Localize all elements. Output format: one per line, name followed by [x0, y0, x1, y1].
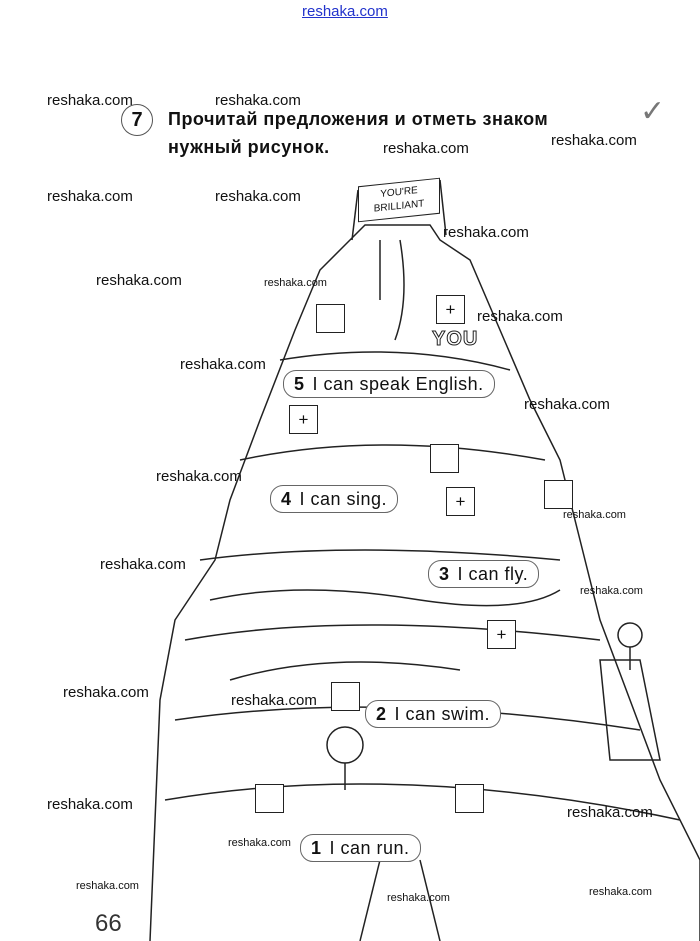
sentence-4: 4 I can sing.: [270, 485, 399, 513]
answer-checkbox[interactable]: [331, 682, 360, 711]
banner-line2: BRILLIANT: [373, 198, 425, 215]
instruction-text-end: нужный рисунок.: [168, 137, 330, 157]
watermark: reshaka.com: [180, 356, 266, 373]
answer-checkbox[interactable]: [316, 304, 345, 333]
answer-checkbox[interactable]: +: [487, 620, 516, 649]
watermark: reshaka.com: [96, 272, 182, 289]
answer-checkbox[interactable]: +: [436, 295, 465, 324]
sentence-text: I can fly.: [457, 564, 529, 584]
banner-line1: YOU'RE: [380, 185, 418, 200]
sentence-number: 3: [439, 564, 450, 584]
sentence-number: 4: [281, 489, 292, 509]
sentence-3: 3 I can fly.: [428, 560, 540, 588]
exercise-instruction: Прочитай предложения и отметь знаком нуж…: [168, 105, 638, 161]
watermark: reshaka.com: [551, 132, 637, 149]
watermark: reshaka.com: [156, 468, 242, 485]
watermark: reshaka.com: [589, 886, 652, 898]
watermark: reshaka.com: [231, 692, 317, 709]
watermark: reshaka.com: [567, 804, 653, 821]
watermark: reshaka.com: [215, 188, 301, 205]
answer-checkbox[interactable]: [255, 784, 284, 813]
sentence-text: I can run.: [329, 838, 410, 858]
check-mark-icon: ✓: [640, 95, 666, 128]
sentence-text: I can speak English.: [312, 374, 484, 394]
sentence-text: I can swim.: [394, 704, 491, 724]
watermark: reshaka.com: [47, 796, 133, 813]
answer-checkbox[interactable]: [455, 784, 484, 813]
watermark: reshaka.com: [477, 308, 563, 325]
sentence-2: 2 I can swim.: [365, 700, 502, 728]
answer-checkbox[interactable]: [544, 480, 573, 509]
watermark: reshaka.com: [215, 92, 301, 109]
answer-checkbox[interactable]: +: [289, 405, 318, 434]
watermark: reshaka.com: [47, 92, 133, 109]
exercise-number: 7: [121, 104, 153, 136]
sentence-1: 1 I can run.: [300, 834, 421, 862]
sentence-number: 2: [376, 704, 387, 724]
watermark: reshaka.com: [63, 684, 149, 701]
watermark: reshaka.com: [228, 837, 291, 849]
answer-checkbox[interactable]: [430, 444, 459, 473]
header-link[interactable]: reshaka.com: [302, 3, 388, 20]
sentence-number: 1: [311, 838, 322, 858]
watermark: reshaka.com: [100, 556, 186, 573]
watermark: reshaka.com: [387, 892, 450, 904]
you-sign: YOU: [431, 328, 479, 351]
watermark: reshaka.com: [264, 277, 327, 289]
instruction-text: Прочитай предложения и отметь знаком: [168, 109, 549, 129]
sentence-number: 5: [294, 374, 305, 394]
sentence-5: 5 I can speak English.: [283, 370, 495, 398]
watermark: reshaka.com: [563, 509, 626, 521]
watermark: reshaka.com: [76, 880, 139, 892]
sentence-text: I can sing.: [299, 489, 388, 509]
watermark: reshaka.com: [524, 396, 610, 413]
watermark: reshaka.com: [580, 585, 643, 597]
page-number: 66: [95, 910, 122, 937]
watermark: reshaka.com: [47, 188, 133, 205]
watermark: reshaka.com: [383, 140, 469, 157]
answer-checkbox[interactable]: +: [446, 487, 475, 516]
watermark: reshaka.com: [443, 224, 529, 241]
